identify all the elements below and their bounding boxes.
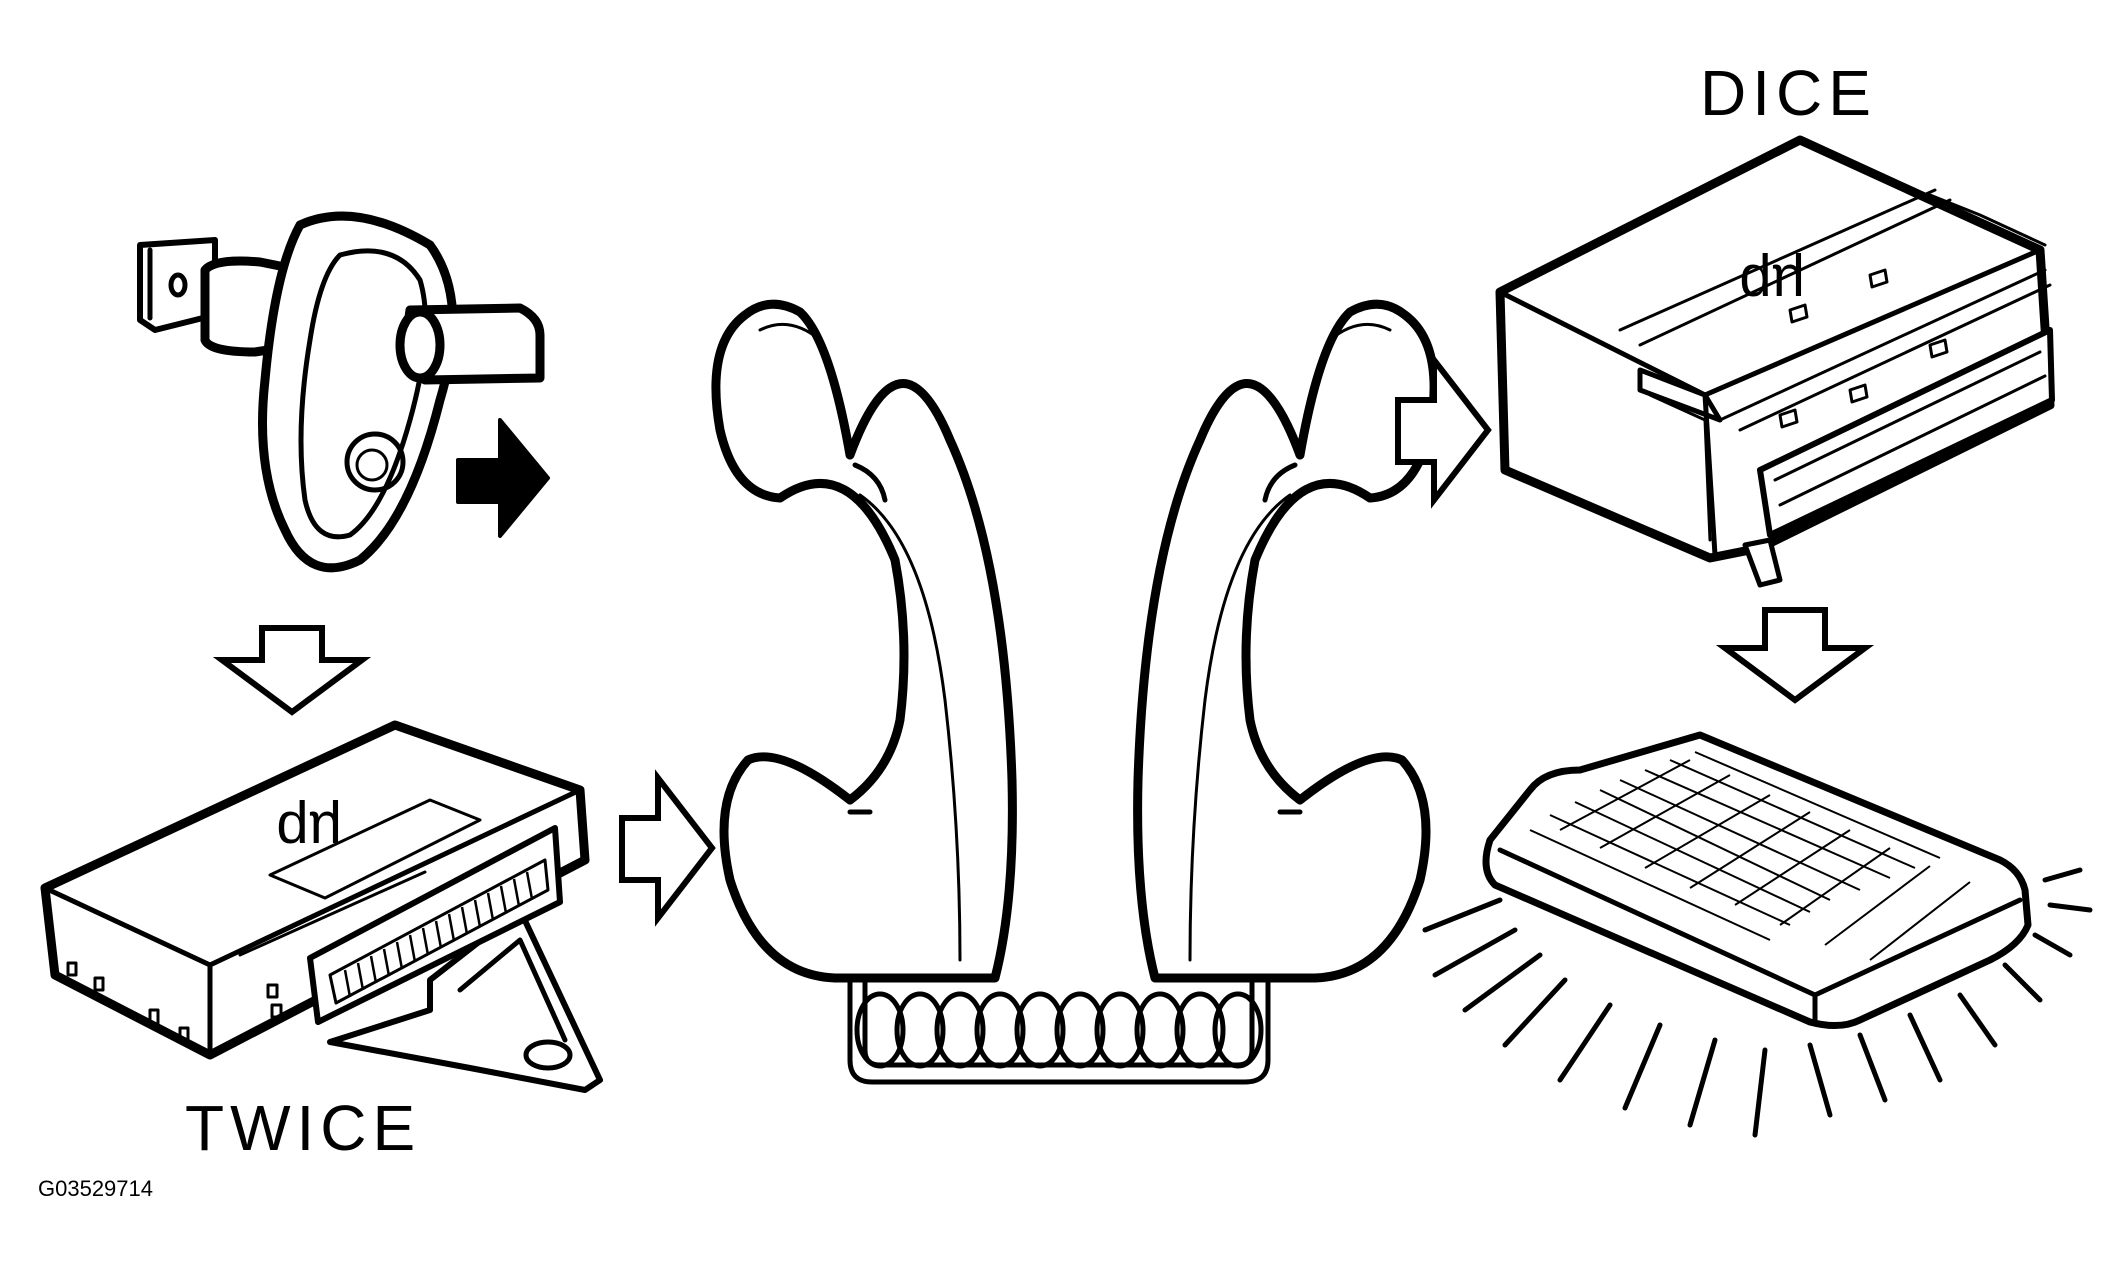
flow-arrow-down-icon <box>1715 607 1875 704</box>
light-rays <box>1422 867 2093 1138</box>
twice-label: TWICE <box>185 1092 421 1164</box>
dice-micro-label: µp <box>1739 252 1805 317</box>
twice-module-icon <box>40 720 603 1093</box>
telephone-handset-icon <box>711 299 1439 1085</box>
door-switch-icon <box>137 211 545 573</box>
coiled-cord <box>847 978 1271 1085</box>
connector-pins <box>343 871 534 998</box>
dice-module-icon <box>1495 135 2055 588</box>
push-arrow-icon <box>456 418 550 538</box>
twice-micro-label: µp <box>276 799 342 864</box>
interior-lamp-icon <box>1422 731 2093 1138</box>
dice-label: DICE <box>1700 57 1877 129</box>
flow-arrow-right-icon <box>619 769 716 927</box>
flow-arrow-down-icon <box>212 625 372 716</box>
figure-reference: G03529714 <box>38 1176 153 1201</box>
lamp-lens-grid <box>1529 751 1971 961</box>
flow-arrow-right-icon <box>1395 351 1492 509</box>
